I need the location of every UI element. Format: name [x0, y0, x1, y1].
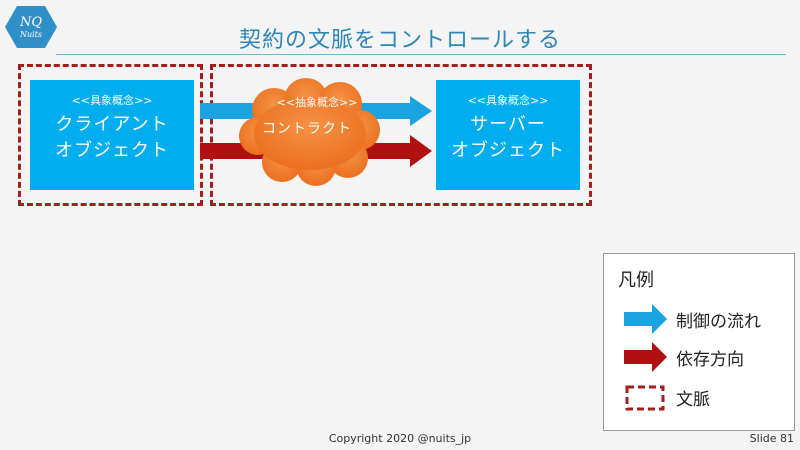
server-context-boundary — [210, 64, 592, 206]
contract-label: コントラクト — [262, 121, 352, 137]
client-name-line2: オブジェクト — [55, 140, 169, 161]
legend-control-flow-label: 制御の流れ — [676, 311, 761, 332]
logo-monogram: NQ — [19, 15, 42, 30]
client-context-boundary — [18, 64, 203, 206]
legend-title: 凡例 — [618, 270, 654, 291]
contract-stereotype: <<抽象概念>> — [276, 96, 358, 109]
legend-dependency-label: 依存方向 — [676, 349, 744, 370]
red-arrow-icon — [624, 342, 667, 372]
legend-panel: 凡例 制御の流れ 依存方向 文脈 — [603, 253, 795, 431]
copyright: Copyright 2020 @nuits_jp — [328, 432, 472, 445]
server-name-line2: オブジェクト — [451, 140, 565, 161]
legend-item-dependency: 依存方向 — [624, 340, 744, 374]
slide-number: Slide 81 — [749, 432, 794, 445]
blue-arrow-icon — [624, 304, 667, 334]
legend-item-context: 文脈 — [624, 380, 710, 414]
server-stereotype: <<具象概念>> — [467, 94, 549, 107]
client-stereotype: <<具象概念>> — [71, 94, 153, 107]
legend-context-label: 文脈 — [676, 389, 710, 410]
server-name-line1: サーバー — [470, 114, 546, 135]
client-name-line1: クライアント — [55, 114, 169, 135]
contract-cloud-icon — [239, 78, 380, 186]
dashed-box-icon — [625, 385, 665, 411]
title-underline — [56, 54, 786, 55]
nuits-logo: NQ Nuits — [5, 6, 57, 48]
server-object: <<具象概念>> サーバー オブジェクト — [436, 80, 580, 190]
client-object: <<具象概念>> クライアント オブジェクト — [30, 80, 194, 190]
slide-title: 契約の文脈をコントロールする — [238, 28, 561, 53]
logo-wordmark: Nuits — [19, 30, 42, 39]
legend-item-control-flow: 制御の流れ — [624, 302, 761, 336]
